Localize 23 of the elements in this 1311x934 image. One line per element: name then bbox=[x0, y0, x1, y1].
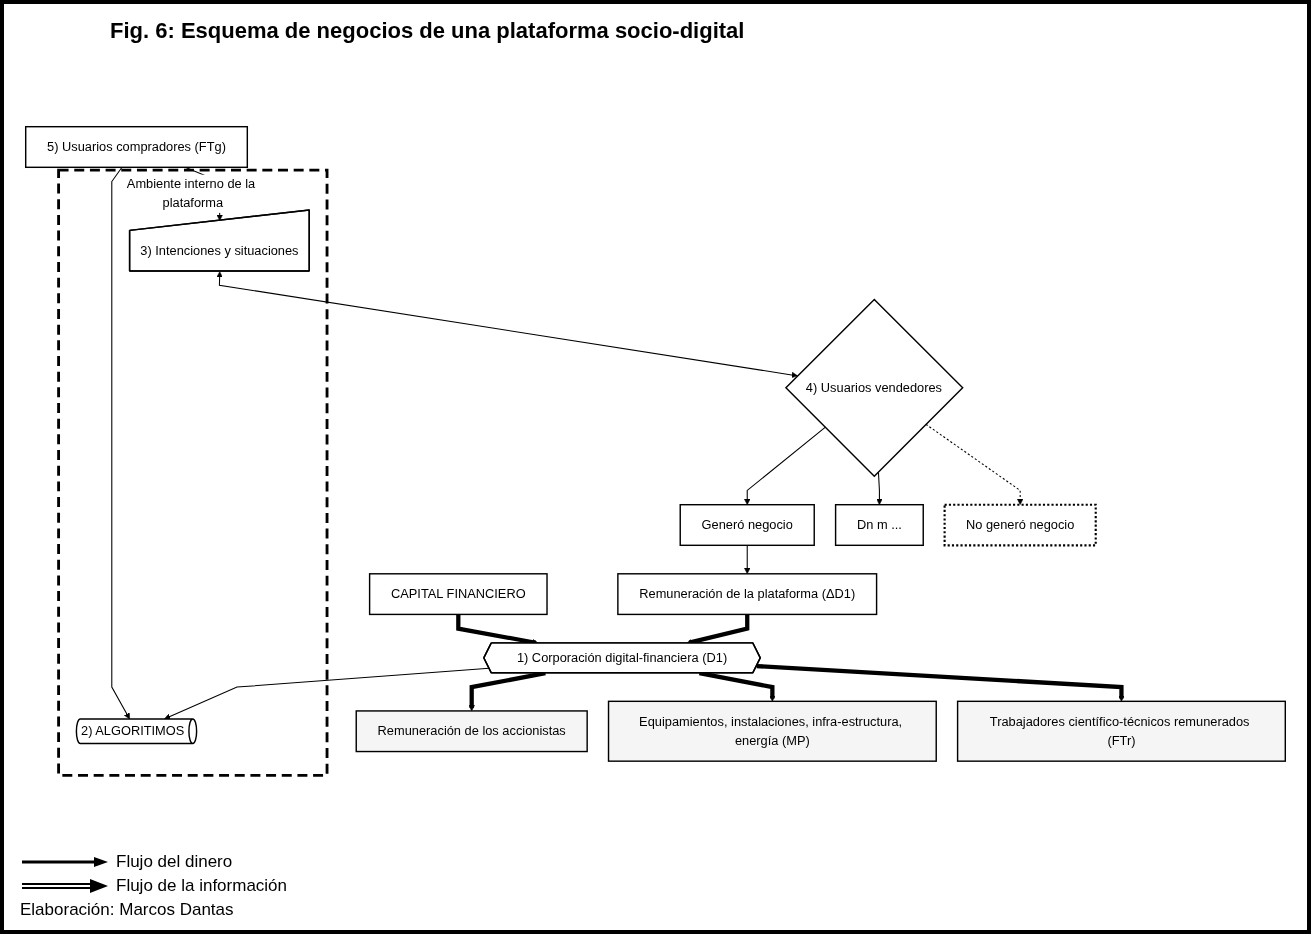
node-box: Equipamientos, instalaciones, infra-estructura, energía (MP) bbox=[607, 700, 937, 762]
arrow bbox=[756, 663, 1125, 702]
node-box: Generó negocio bbox=[679, 503, 815, 546]
arrow bbox=[216, 271, 798, 378]
arrow bbox=[744, 544, 751, 575]
arrow bbox=[744, 426, 826, 505]
legend-label: Flujo de la información bbox=[116, 876, 288, 896]
arrow bbox=[111, 166, 130, 720]
arrow bbox=[468, 671, 546, 712]
node-box: Trabajadores científico-técnicos remunerados (FTr) bbox=[956, 700, 1286, 762]
arrow bbox=[876, 471, 883, 505]
figure-title: Fig. 6: Esquema de negocios de una plataforma socio-digital bbox=[110, 18, 746, 44]
node-box: Dn m ... bbox=[834, 503, 924, 546]
node-text: 2) ALGORITIMOS bbox=[81, 723, 185, 738]
legend-label: Flujo del dinero bbox=[116, 852, 233, 872]
credit-note: Elaboración: Marcos Dantas bbox=[20, 900, 235, 920]
node-box: No generó negocio bbox=[943, 503, 1097, 547]
node-diamond: 4) Usuarios vendedores bbox=[784, 298, 964, 478]
node-box: Remuneración de los accionistas bbox=[355, 710, 588, 753]
node-box: CAPITAL FINANCIERO bbox=[368, 573, 548, 616]
node-box: 5) Usuarios compradores (FTg) bbox=[25, 125, 248, 168]
arrow bbox=[699, 671, 776, 702]
node-box: Remuneración de la plataforma (ΔD1) bbox=[617, 573, 878, 616]
